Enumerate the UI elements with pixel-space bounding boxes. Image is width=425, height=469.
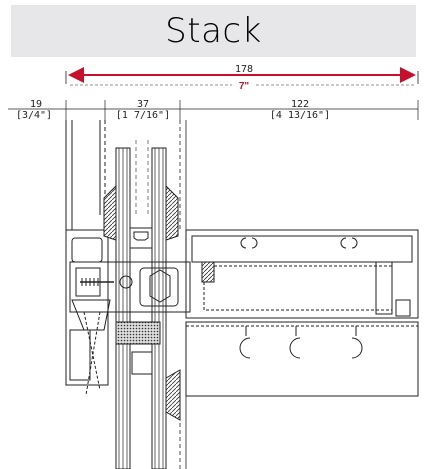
left-mullion	[65, 120, 109, 386]
gaskets	[103, 184, 181, 421]
overall-dimension-imperial: 7"	[239, 81, 250, 92]
dimension-3-metric: 122	[291, 99, 309, 110]
dimension-2-imperial: [1 7/16"]	[116, 110, 170, 121]
glass-units	[115, 120, 187, 469]
dimension-3-imperial: [4 13/16"]	[270, 110, 330, 121]
overall-dimension-label: 178	[235, 64, 253, 75]
page-title: Stack	[165, 11, 262, 51]
stack-transom	[185, 229, 419, 397]
title-bar: Stack	[11, 5, 416, 57]
overall-dimension: 178 7"	[65, 64, 419, 92]
center-connector	[69, 261, 191, 396]
sub-dimensions: 19 [3/4"] 37 [1 7/16"] 122 [4 13/16"]	[8, 99, 419, 121]
dimension-1-metric: 19	[30, 99, 42, 110]
dimension-1-imperial: [3/4"]	[16, 110, 52, 121]
dimension-2-metric: 37	[137, 99, 149, 110]
